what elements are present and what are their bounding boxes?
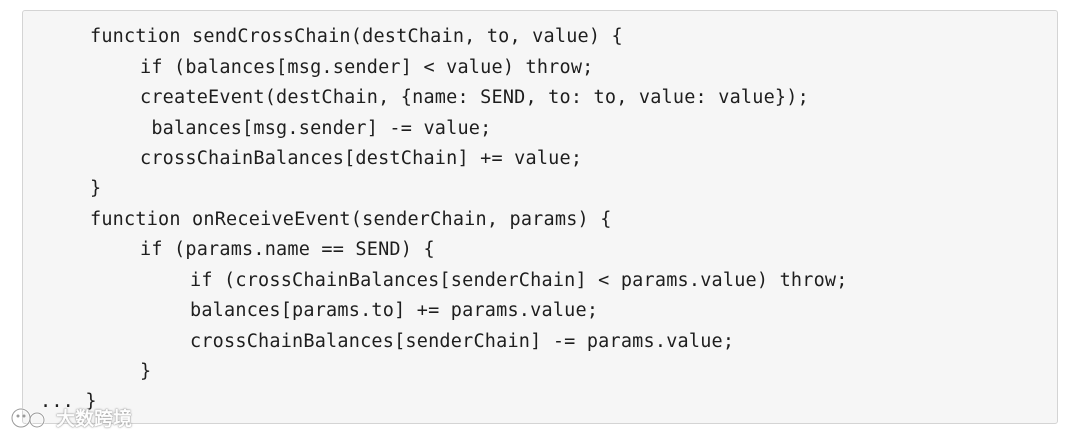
code-line-9: if (crossChainBalances[senderChain] < pa… <box>190 270 848 291</box>
code-line-8: if (params.name == SEND) { <box>140 239 435 260</box>
code-line-13: ... } <box>40 391 97 412</box>
watermark: 大数跨境 <box>8 404 132 431</box>
wechat-official-account-icon <box>10 407 46 428</box>
code-line-2: if (balances[msg.sender] < value) throw; <box>140 57 594 78</box>
code-line-12: } <box>140 361 152 382</box>
code-line-10: balances[params.to] += params.value; <box>190 300 599 321</box>
watermark-text: 大数跨境 <box>56 408 133 430</box>
code-line-3: createEvent(destChain, {name: SEND, to: … <box>140 87 809 108</box>
code-line-11: crossChainBalances[senderChain] -= param… <box>190 331 735 352</box>
code-line-1: function sendCrossChain(destChain, to, v… <box>90 26 623 47</box>
code-line-4: balances[msg.sender] -= value; <box>140 118 492 139</box>
code-line-5: crossChainBalances[destChain] += value; <box>140 148 583 169</box>
code-line-7: function onReceiveEvent(senderChain, par… <box>90 209 612 230</box>
code-line-6: } <box>90 178 102 199</box>
code-block: function sendCrossChain(destChain, to, v… <box>22 10 1058 424</box>
